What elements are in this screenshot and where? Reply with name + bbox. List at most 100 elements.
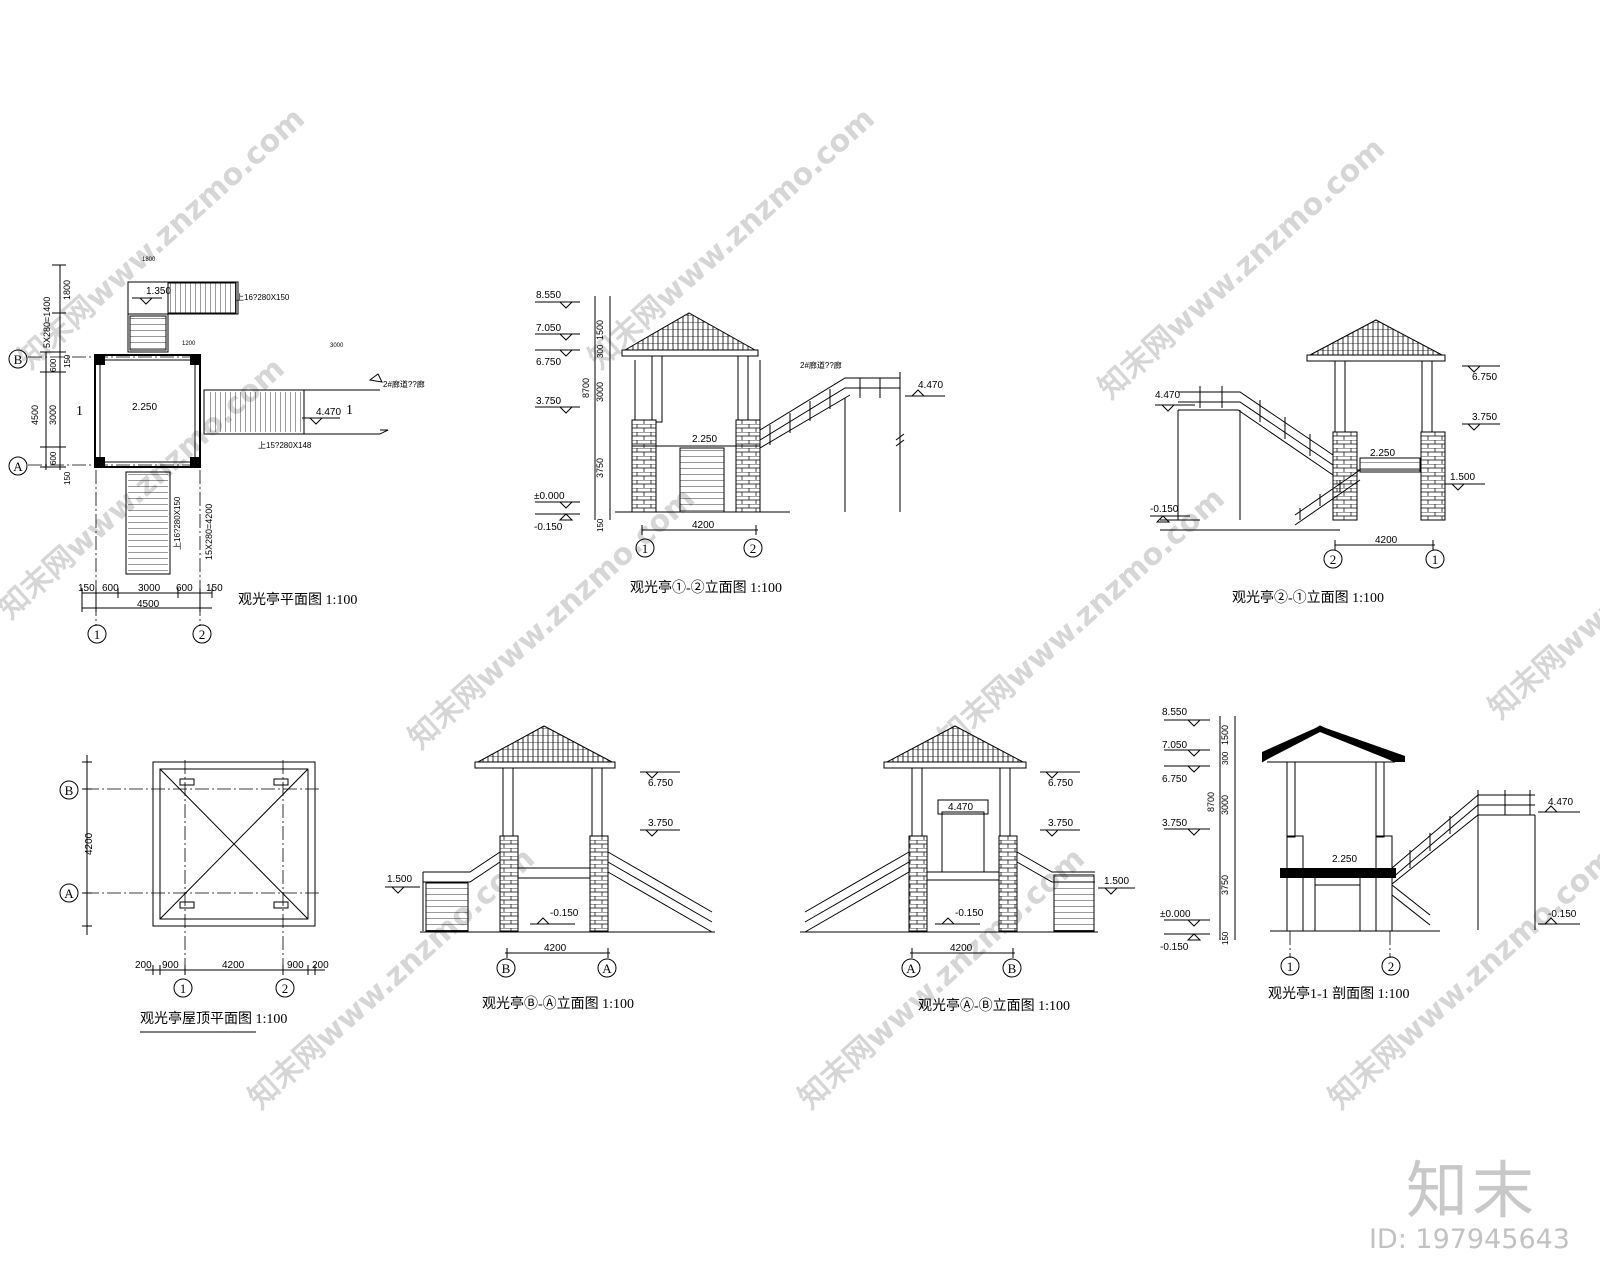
level-mark: 1.500	[1104, 876, 1129, 887]
level-mark: 4.470	[1548, 797, 1573, 808]
level-mark: 4.470	[1155, 390, 1180, 401]
dim-text: 1200	[182, 341, 196, 347]
brand-logo: 知末	[1405, 1154, 1538, 1227]
level-mark: 3.750	[1162, 818, 1187, 829]
level-mark: 3.750	[1472, 412, 1497, 423]
drawing-title: 观光亭②-①立面图 1:100	[1232, 589, 1384, 606]
axis-label-2: 2	[282, 981, 289, 996]
axis-label-2: 2	[750, 541, 757, 556]
elevation-B-A: 6.750 3.750 1.500 -0.150 4200 B A 观光亭Ⓑ-Ⓐ…	[385, 725, 715, 1012]
axis-label-1: 1	[180, 981, 187, 996]
level-mark: 7.050	[536, 323, 561, 334]
level-mark: -0.150	[1160, 942, 1189, 953]
corridor-note: 2#廊道??廊	[383, 379, 425, 389]
level-mark: -0.150	[1548, 909, 1577, 920]
level-mark: 3.750	[536, 396, 561, 407]
span-dim: 4200	[1375, 535, 1398, 546]
dim-text: 8700	[1206, 792, 1216, 812]
level-mark: -0.150	[955, 908, 984, 919]
drawing-title: 观光亭Ⓑ-Ⓐ立面图 1:100	[482, 995, 634, 1012]
level-mark: 4.470	[948, 802, 973, 813]
dim-text: 150	[1221, 931, 1230, 945]
level-mark: 6.750	[536, 357, 561, 368]
axis-label-A: A	[13, 459, 23, 474]
section-mark: 1	[346, 403, 353, 418]
roof-plan: 4200 B A 200 900 4200 900 200 1 2 观光亭屋顶平…	[59, 755, 329, 1033]
level-mark: 6.750	[648, 778, 673, 789]
axis-label-1: 1	[94, 627, 101, 642]
level-mark: 6.750	[1472, 372, 1497, 383]
level-mark: 3.750	[648, 818, 673, 829]
stair-note: 上16?280X150	[173, 496, 182, 550]
drawing-title: 观光亭①-②立面图 1:100	[630, 579, 782, 596]
axis-label-1: 1	[642, 541, 649, 556]
watermark-text: 知末网www.znzmo.com	[582, 101, 882, 376]
dim-text: 150	[596, 518, 605, 532]
dim-text: 3000	[1220, 795, 1230, 815]
dim-text: 3750	[595, 458, 605, 478]
level-mark: 2.250	[1332, 854, 1357, 865]
level-mark: 7.050	[1162, 740, 1187, 751]
dim-text: 150	[63, 354, 72, 368]
dim-text: 1800	[142, 257, 156, 263]
dim-text: 150	[78, 583, 95, 594]
watermark-text: 知末网www.znzmo.com	[1322, 841, 1600, 1116]
dim-text: 4200	[222, 960, 245, 971]
axis-label-2: 2	[1330, 552, 1337, 567]
axis-label-B: B	[502, 961, 511, 976]
level-mark: ±0.000	[1160, 909, 1191, 920]
span-dim: 4200	[692, 520, 715, 531]
drawing-title: 观光亭屋顶平面图 1:100	[140, 1010, 287, 1027]
dim-text: 300	[596, 344, 605, 358]
axis-label-2: 2	[199, 627, 206, 642]
dim-text: 200	[135, 960, 152, 971]
dim-text: 3000	[48, 405, 58, 425]
axis-label-B: B	[1008, 961, 1017, 976]
level-mark: 6.750	[1048, 778, 1073, 789]
elevation-A-B: 6.750 3.750 4.470 1.500 -0.150 4200 A B …	[800, 725, 1135, 1014]
level-mark: 4.470	[918, 380, 943, 391]
level-mark: 2.250	[692, 434, 717, 445]
drawing-title: 观光亭1-1 剖面图 1:100	[1268, 985, 1410, 1002]
elevation-2-1: 4.470 6.750 3.750 2.250 1.500 -0.150 420…	[1150, 319, 1500, 606]
dim-text: 3000	[595, 382, 605, 402]
drawing-title: 观光亭平面图 1:100	[238, 591, 357, 608]
stair-note: 上16?280X150	[236, 293, 290, 302]
watermark-text: 知末网www.znzmo.com	[1482, 451, 1600, 726]
dim-text: 1500	[1220, 725, 1230, 745]
dim-text: 3750	[1220, 875, 1230, 895]
dim-text: 150	[63, 471, 72, 485]
level-mark: 2.250	[132, 402, 157, 413]
level-mark: 8.550	[1162, 707, 1187, 718]
level-mark: 3.750	[1048, 818, 1073, 829]
dim-text: 600	[49, 451, 58, 465]
drawing-title: 观光亭Ⓐ-Ⓑ立面图 1:100	[918, 997, 1070, 1014]
corridor-note: 2#廊道??廊	[800, 360, 842, 370]
level-mark: -0.150	[1150, 504, 1179, 515]
elevation-1-2: 8.550 7.050 6.750 3.750 ±0.000 -0.150 2.…	[534, 290, 945, 596]
section-1-1: 8.550 7.050 6.750 3.750 ±0.000 -0.150 2.…	[1160, 707, 1580, 1002]
level-mark: 1.500	[1450, 472, 1475, 483]
level-mark: -0.150	[550, 908, 579, 919]
dim-text: 5X280=1400	[42, 297, 52, 348]
axis-label-1: 1	[1432, 552, 1439, 567]
level-mark: -0.150	[534, 522, 563, 533]
level-mark: ±0.000	[534, 491, 565, 502]
level-mark: 4.470	[316, 407, 341, 418]
axis-label-A: A	[906, 961, 916, 976]
axis-label-B: B	[65, 783, 74, 798]
dim-text: 600	[49, 358, 58, 372]
level-mark: 6.750	[1162, 774, 1187, 785]
watermark-text: 知末网www.znzmo.com	[792, 841, 1092, 1116]
dim-text: 300	[1221, 751, 1230, 765]
watermark-text: 知末网www.znzmo.com	[1092, 131, 1392, 406]
stair-dim: 15X280=4200	[204, 504, 214, 560]
section-mark: 1	[76, 404, 83, 419]
dim-text: 4500	[137, 599, 160, 610]
dim-text: 900	[162, 960, 179, 971]
axis-label-1: 1	[1287, 959, 1294, 974]
axis-label-B: B	[14, 352, 23, 367]
dim-text: 900	[287, 960, 304, 971]
dim-text: 8700	[581, 378, 591, 398]
